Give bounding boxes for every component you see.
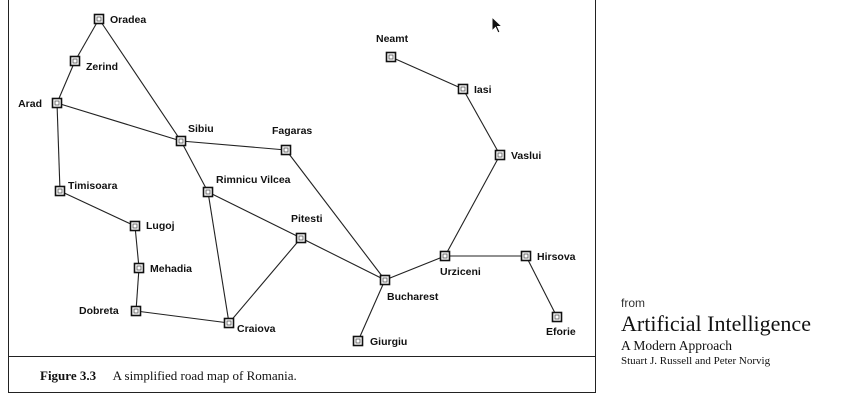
city-label-giurgiu: Giurgiu: [370, 336, 407, 348]
city-node-mehadia: Mehadia: [133, 262, 192, 275]
city-marker-inner-eforie: [554, 314, 560, 320]
credit-from: from: [621, 296, 645, 310]
city-label-zerind: Zerind: [86, 61, 118, 73]
city-marker-inner-craiova: [226, 320, 232, 326]
city-label-eforie: Eforie: [546, 326, 576, 338]
book-title: Artificial Intelligence: [621, 311, 811, 336]
city-node-neamt: Neamt: [376, 33, 409, 63]
city-label-timisoara: Timisoara: [68, 180, 118, 192]
figure-frame: [8, 0, 596, 393]
city-label-vaslui: Vaslui: [511, 150, 541, 162]
road-pitesti-bucharest: [300, 237, 386, 281]
city-marker-inner-lugoj: [132, 223, 138, 229]
road-oradea-zerind: [74, 18, 100, 62]
city-marker-inner-oradea: [96, 16, 102, 22]
city-label-lugoj: Lugoj: [146, 220, 175, 232]
city-node-bucharest: Bucharest: [379, 274, 439, 303]
road-lugoj-mehadia: [134, 225, 140, 269]
road-sibiu-rimnicu: [180, 140, 209, 193]
figure-caption: Figure 3.3 A simplified road map of Roma…: [40, 368, 297, 384]
city-marker-inner-neamt: [388, 54, 394, 60]
book-authors: Stuart J. Russell and Peter Norvig: [621, 355, 771, 367]
city-label-sibiu: Sibiu: [188, 123, 214, 135]
road-iasi-neamt: [390, 56, 464, 90]
city-node-craiova: Craiova: [223, 317, 276, 335]
road-bucharest-giurgiu: [357, 279, 386, 342]
city-marker-inner-sibiu: [178, 138, 184, 144]
city-label-craiova: Craiova: [237, 323, 276, 335]
city-node-eforie: Eforie: [546, 311, 576, 338]
city-marker-inner-iasi: [460, 86, 466, 92]
city-node-urziceni: Urziceni: [439, 250, 481, 278]
city-label-fagaras: Fagaras: [272, 125, 312, 137]
figure-caption-text: A simplified road map of Romania.: [112, 368, 297, 383]
city-marker-inner-fagaras: [283, 147, 289, 153]
city-node-sibiu: Sibiu: [175, 123, 214, 147]
city-marker-inner-giurgiu: [355, 338, 361, 344]
city-node-lugoj: Lugoj: [129, 220, 175, 232]
city-marker-inner-bucharest: [382, 277, 388, 283]
road-craiova-pitesti: [228, 237, 302, 324]
city-label-bucharest: Bucharest: [387, 291, 439, 303]
road-dobreta-craiova: [135, 310, 230, 324]
city-label-iasi: Iasi: [474, 84, 492, 96]
city-marker-inner-arad: [54, 100, 60, 106]
road-arad-sibiu: [56, 102, 182, 142]
city-marker-inner-pitesti: [298, 235, 304, 241]
city-label-dobreta: Dobreta: [79, 305, 119, 317]
roads-layer: [56, 18, 558, 342]
city-label-arad: Arad: [18, 98, 42, 110]
road-sibiu-fagaras: [180, 140, 287, 151]
book-subtitle: A Modern Approach: [621, 338, 732, 353]
city-marker-inner-timisoara: [57, 188, 63, 194]
figure-caption-label: Figure 3.3: [40, 368, 97, 383]
mouse-pointer-icon: [491, 16, 504, 34]
city-marker-inner-zerind: [72, 58, 78, 64]
city-marker-inner-dobreta: [133, 308, 139, 314]
road-arad-timisoara: [56, 102, 61, 192]
road-hirsova-eforie: [525, 255, 558, 318]
road-timisoara-lugoj: [59, 190, 136, 227]
road-bucharest-urziceni: [384, 255, 446, 281]
city-label-pitesti: Pitesti: [291, 213, 323, 225]
city-node-arad: Arad: [18, 97, 63, 110]
city-node-giurgiu: Giurgiu: [352, 335, 407, 348]
book-credit: from Artificial Intelligence A Modern Ap…: [621, 296, 811, 369]
city-marker-inner-vaslui: [497, 152, 503, 158]
road-rimnicu-pitesti: [207, 191, 302, 239]
city-node-rimnicu: Rimnicu Vilcea: [202, 174, 291, 198]
city-node-vaslui: Vaslui: [494, 149, 541, 162]
city-node-hirsova: Hirsova: [520, 250, 576, 263]
city-node-dobreta: Dobreta: [79, 305, 142, 317]
caption-divider: [8, 356, 596, 357]
city-label-rimnicu: Rimnicu Vilcea: [216, 174, 291, 186]
road-urziceni-vaslui: [444, 154, 501, 257]
road-zerind-arad: [56, 60, 76, 104]
city-node-timisoara: Timisoara: [54, 180, 118, 197]
road-vaslui-iasi: [462, 88, 501, 156]
road-rimnicu-craiova: [207, 191, 230, 324]
city-marker-inner-hirsova: [523, 253, 529, 259]
city-marker-inner-mehadia: [136, 265, 142, 271]
city-label-hirsova: Hirsova: [537, 251, 576, 263]
road-fagaras-bucharest: [285, 149, 386, 281]
city-node-oradea: Oradea: [93, 13, 146, 26]
city-marker-inner-urziceni: [442, 253, 448, 259]
city-node-zerind: Zerind: [69, 55, 118, 73]
city-node-fagaras: Fagaras: [272, 125, 312, 156]
road-mehadia-dobreta: [135, 267, 140, 312]
city-label-mehadia: Mehadia: [150, 263, 192, 275]
city-marker-inner-rimnicu: [205, 189, 211, 195]
city-node-iasi: Iasi: [457, 83, 492, 96]
city-node-pitesti: Pitesti: [291, 213, 323, 244]
city-label-urziceni: Urziceni: [440, 266, 481, 278]
road-oradea-sibiu: [98, 18, 182, 142]
city-label-oradea: Oradea: [110, 14, 146, 26]
city-label-neamt: Neamt: [376, 33, 409, 45]
